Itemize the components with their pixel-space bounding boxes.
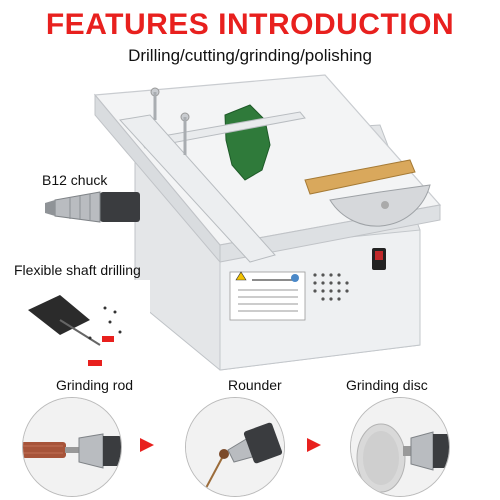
grinding-disc-photo <box>350 397 450 497</box>
rotary-tool-icon <box>28 295 90 335</box>
sanding-band-icon <box>23 442 66 458</box>
label-grinding-disc: Grinding disc <box>346 377 428 393</box>
miter-protractor <box>329 184 431 227</box>
label-grinding-rod: Grinding rod <box>56 377 134 393</box>
label-flexible-shaft: Flexible shaft drilling <box>14 262 141 278</box>
label-rounder: Rounder <box>228 377 282 393</box>
arrow-right-icon <box>140 438 154 452</box>
page-title: FEATURES INTRODUCTION <box>45 8 455 41</box>
label-b12-chuck: B12 chuck <box>42 172 108 188</box>
side-rail <box>119 114 276 263</box>
arrow-right-icon <box>307 438 321 452</box>
rounder-photo <box>185 397 285 497</box>
vent-grille <box>313 273 349 301</box>
page-subtitle: Drilling/cutting/grinding/polishing <box>128 46 372 65</box>
miter-guide <box>304 159 416 195</box>
b12-chuck <box>45 191 140 223</box>
flexible-shaft-photo <box>20 280 150 375</box>
rounder-bit-icon <box>205 457 223 489</box>
grinding-rod-photo <box>22 397 122 497</box>
